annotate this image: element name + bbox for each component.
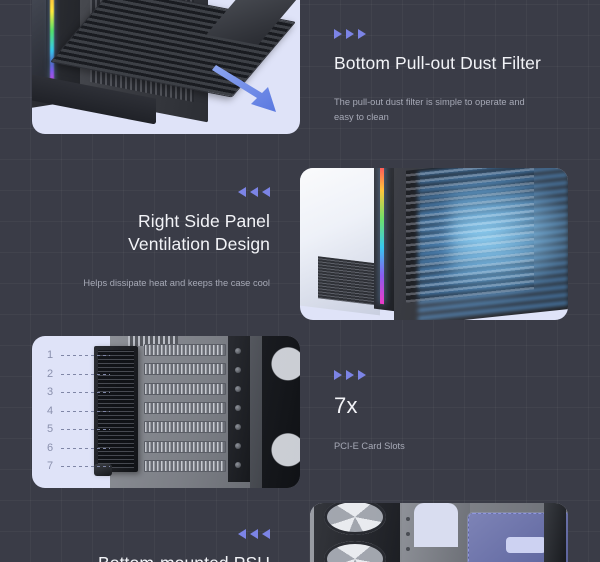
slot-callout: 4: [44, 404, 110, 417]
side-ventilation-illustration: [300, 168, 568, 320]
leader-line: [61, 466, 110, 467]
leader-line: [61, 392, 110, 393]
feature-text-pci-e-card-slots: 7x PCI-E Card Slots: [334, 369, 554, 454]
marker-triangles-left-4: [36, 528, 270, 539]
triangle-left-icon: [250, 186, 258, 197]
triangle-left-icon: [238, 186, 246, 197]
feature-title: Right Side Panel Ventilation Design: [128, 211, 270, 255]
triangle-left-icon: [238, 528, 246, 539]
slot-number: 4: [46, 404, 54, 417]
pci-slots-illustration: 1 2 3 4 5: [32, 336, 300, 488]
slot-callout: 3: [44, 387, 110, 398]
feature-text-bottom-dust-filter: Bottom Pull-out Dust Filter The pull-out…: [334, 28, 566, 125]
leader-line: [61, 355, 110, 356]
pci-slot-bracket: [144, 440, 226, 453]
slot-number-callouts: 1 2 3 4 5: [44, 350, 110, 472]
front-mesh-intake: [318, 256, 380, 306]
triangle-right-icon: [346, 28, 354, 39]
slot-number: 5: [46, 423, 54, 435]
feature-description: The pull-out dust filter is simple to op…: [334, 97, 525, 123]
slot-number: 2: [46, 367, 54, 380]
feature-description: Helps dissipate heat and keeps the case …: [83, 278, 270, 289]
screw-icon: [235, 367, 241, 373]
screw-icon: [235, 405, 241, 411]
pci-slot-bracket: [144, 421, 226, 434]
triangle-right-icon: [346, 369, 354, 380]
pci-slot-bracket: [144, 401, 226, 414]
feature-text-bottom-mounted-psu: Bottom-mounted PSU: [36, 528, 270, 562]
mounting-hole-icon: [406, 517, 410, 521]
mounting-hole-icon: [406, 532, 410, 536]
screw-icon: [235, 386, 241, 392]
rgb-strip-icon: [50, 0, 54, 91]
slot-callout: 7: [44, 461, 110, 472]
marker-triangles-left-2: [36, 186, 270, 197]
rear-fan-assembly: [262, 336, 300, 488]
slot-screw-group: [235, 348, 242, 468]
pci-slot-bracket: [144, 382, 226, 395]
triangle-left-icon: [262, 186, 270, 197]
front-fan-icon: [324, 503, 386, 535]
mounting-hole-icon: [406, 547, 410, 551]
pci-slot-bracket: [144, 363, 226, 376]
slot-number: 3: [46, 386, 54, 398]
slot-callout: 5: [44, 424, 110, 435]
triangle-right-icon: [358, 369, 366, 380]
pull-direction-arrow-icon: [212, 65, 276, 112]
feature-text-right-side-panel-ventilation: Right Side Panel Ventilation Design Help…: [36, 186, 270, 291]
screw-icon: [235, 462, 241, 468]
dust-filter-illustration: [32, 0, 300, 134]
slot-callout: 1: [44, 350, 110, 361]
pci-slot-bracket: [144, 459, 226, 472]
feature-description: PCI-E Card Slots: [334, 441, 405, 451]
power-supply-badge: [506, 537, 546, 553]
cable-cutout: [414, 503, 458, 547]
leader-line: [61, 447, 110, 449]
slot-number: 7: [46, 460, 54, 472]
case-front-frame: [374, 168, 396, 312]
feature-image-bottom-mounted-psu: [310, 503, 568, 562]
leader-line: [61, 410, 110, 412]
pci-slot-bracket-group: [144, 344, 226, 472]
triangle-left-icon: [250, 528, 258, 539]
triangle-right-icon: [334, 28, 342, 39]
front-fan-icon: [324, 541, 386, 562]
feature-image-right-side-panel-ventilation: [300, 168, 568, 320]
triangle-right-icon: [358, 28, 366, 39]
psu-illustration: [310, 503, 568, 562]
triangle-left-icon: [262, 528, 270, 539]
rear-top-vent: [128, 336, 178, 346]
screw-icon: [235, 443, 241, 449]
leader-line: [61, 429, 110, 430]
leader-line: [61, 373, 110, 375]
slot-number: 6: [46, 441, 54, 454]
mounting-hole-group: [406, 517, 411, 551]
feature-title: Bottom Pull-out Dust Filter: [334, 53, 541, 73]
slot-callout: 6: [44, 441, 110, 454]
feature-title: 7x: [334, 393, 358, 418]
screw-icon: [235, 348, 241, 354]
pci-slot-bracket: [144, 344, 226, 356]
thumbscrew-icon: [94, 464, 112, 476]
airflow-halo: [450, 178, 568, 294]
rgb-strip-icon: [380, 168, 384, 305]
slot-callout: 2: [44, 367, 110, 380]
slot-number: 1: [46, 349, 54, 361]
case-right-edge: [544, 503, 566, 562]
marker-triangles-right-3: [334, 369, 554, 380]
marker-triangles-right-1: [334, 28, 566, 39]
feature-image-pci-e-card-slots: 1 2 3 4 5: [32, 336, 300, 488]
feature-title: Bottom-mounted PSU: [36, 552, 270, 562]
triangle-right-icon: [334, 369, 342, 380]
feature-image-bottom-dust-filter: [32, 0, 300, 134]
screw-icon: [235, 424, 241, 430]
